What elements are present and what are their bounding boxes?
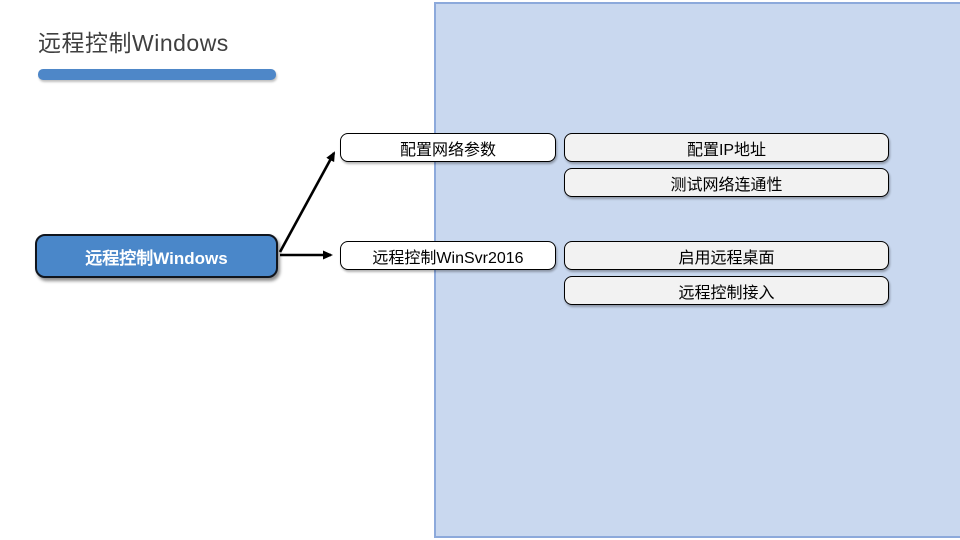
branch-node-network-params: 配置网络参数	[340, 133, 556, 162]
leaf-node-label: 配置IP地址	[686, 141, 767, 159]
leaf-node-remote-control-access: 远程控制接入	[564, 276, 889, 305]
branch-node-label: 配置网络参数	[399, 141, 496, 159]
leaf-node-label: 测试网络连通性	[670, 176, 783, 194]
branch-node-remote-control-winsvr2016: 远程控制WinSvr2016	[340, 241, 556, 270]
leaf-node-label: 远程控制接入	[678, 284, 775, 302]
leaf-node-configure-ip: 配置IP地址	[564, 133, 889, 162]
title-underline-bar	[38, 69, 276, 80]
background-panel	[434, 2, 960, 538]
leaf-node-enable-remote-desktop: 启用远程桌面	[564, 241, 889, 270]
branch-node-label: 远程控制WinSvr2016	[372, 249, 524, 267]
root-node-remote-control-windows: 远程控制Windows	[35, 234, 278, 278]
root-node-label: 远程控制Windows	[85, 248, 228, 268]
arrow-root-to-branch1	[278, 151, 336, 253]
leaf-node-test-connectivity: 测试网络连通性	[564, 168, 889, 197]
leaf-node-label: 启用远程桌面	[678, 249, 775, 267]
slide-title: 远程控制Windows	[38, 30, 229, 56]
